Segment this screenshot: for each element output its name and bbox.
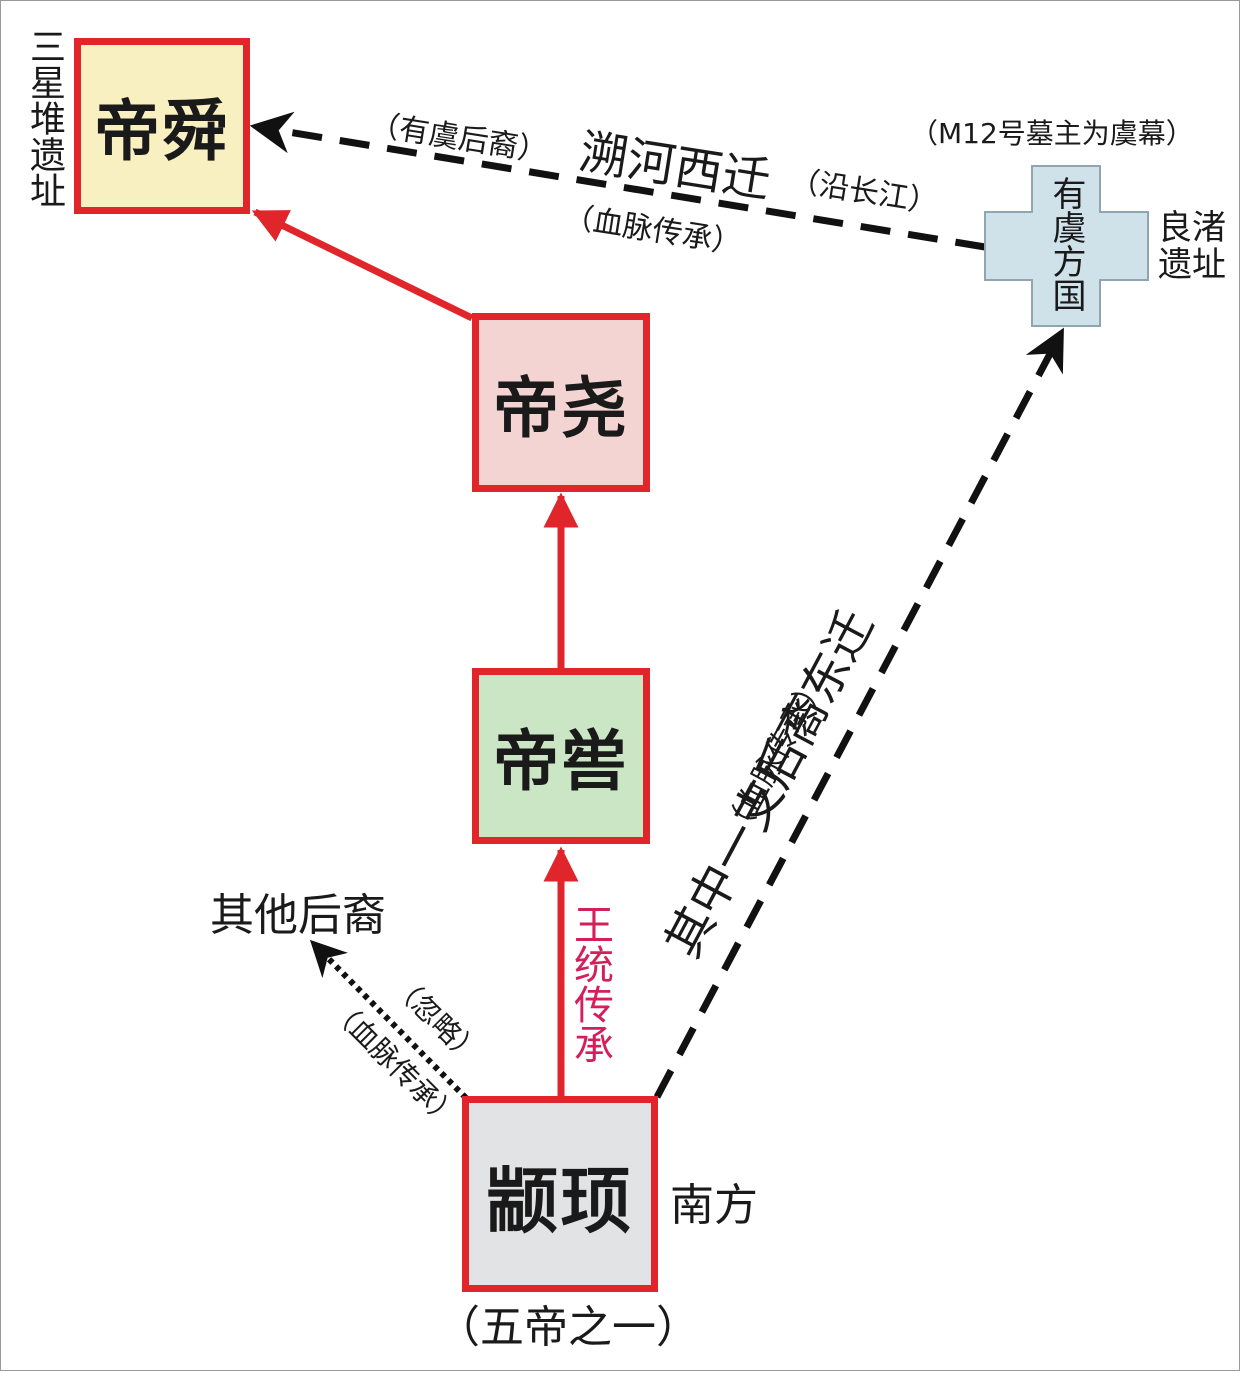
label-south: 南方 (670, 1180, 758, 1231)
label-other-descendants: 其他后裔 (210, 890, 386, 941)
youyu-cross-shape (984, 165, 1149, 327)
label-royal-succession: 王统传承 (567, 904, 613, 1064)
node-zhuanxu-label: 颛顼 (485, 1158, 634, 1243)
node-dishun-label: 帝舜 (94, 93, 230, 170)
label-liangzhu-text: 良渚遗址 (1158, 208, 1226, 286)
node-diku-label: 帝喾 (493, 723, 629, 800)
label-m12: （M12号墓主为虞幕） (910, 117, 1194, 150)
arrow-youyu-to-dishun (249, 111, 986, 251)
node-dishun: 帝舜 (74, 38, 250, 214)
node-diku: 帝喾 (472, 668, 650, 844)
node-zhuanxu: 颛顼 (462, 1096, 658, 1292)
node-diyao-label: 帝尧 (493, 369, 629, 447)
label-five-emperors: （五帝之一） (436, 1302, 700, 1353)
label-liangzhu: 良渚遗址 (1158, 208, 1238, 286)
node-youyu-label: 有虞方国 (1046, 176, 1086, 312)
arrow-zhuanxu-to-youyu (653, 327, 1064, 1099)
arrow-diyao-to-dishun (251, 208, 474, 322)
node-diyao: 帝尧 (472, 313, 650, 492)
label-sanxingdui: 三星堆遗址 (24, 28, 65, 208)
